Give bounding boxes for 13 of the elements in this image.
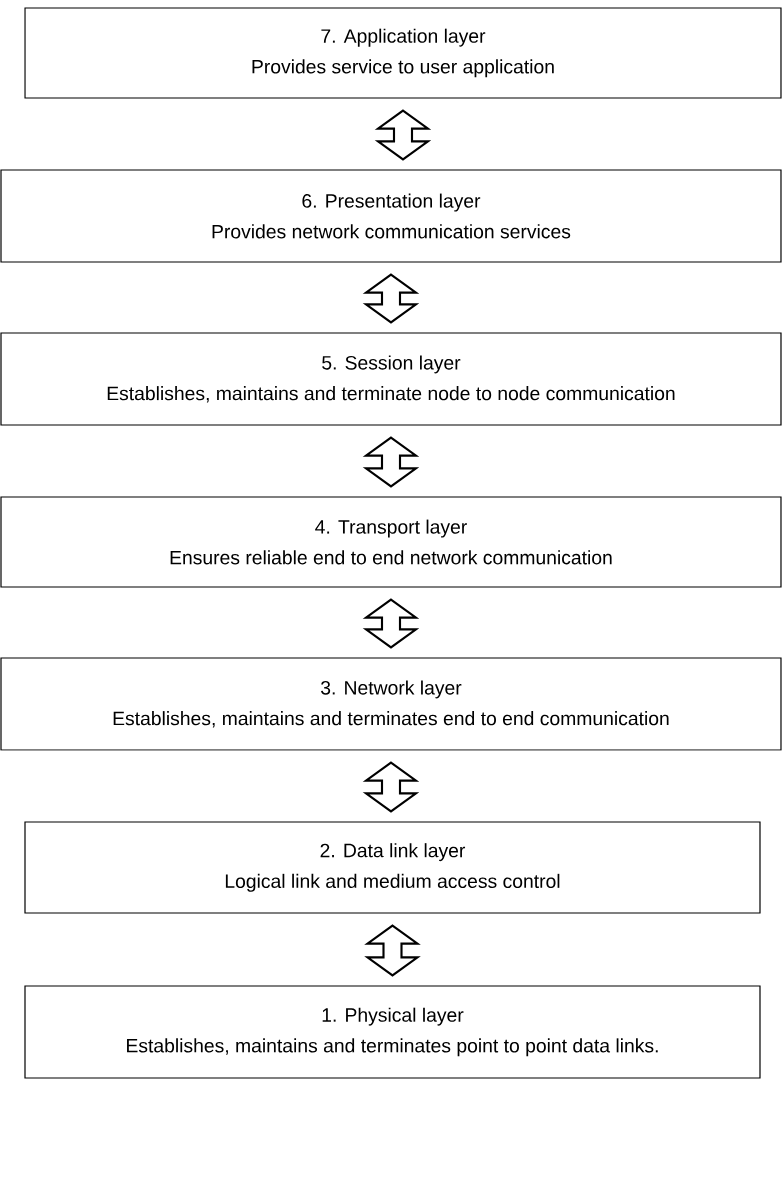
layer-box: 3. Network layer Establishes, maintains and terminates end to end communication <box>0 657 782 751</box>
double-arrow <box>362 273 420 324</box>
double-arrow <box>364 924 421 977</box>
double-arrow <box>362 598 420 649</box>
layer-box: 4. Transport layer Ensures reliable end to end network communication <box>0 496 782 588</box>
double-arrow <box>374 109 432 161</box>
layer-box: 1. Physical layer Establishes, maintains and terminates point to point data links. <box>24 985 761 1079</box>
layer-box: 5. Session layer Establishes, maintains and terminate node to node communication <box>0 332 782 426</box>
layer-box: 6. Presentation layer Provides network communication services <box>0 169 782 263</box>
layer-box: 7. Application layer Provides service to user application <box>24 7 782 99</box>
layer-box: 2. Data link layer Logical link and medium access control <box>24 821 761 914</box>
double-arrow <box>362 436 420 488</box>
double-arrow <box>362 761 420 813</box>
